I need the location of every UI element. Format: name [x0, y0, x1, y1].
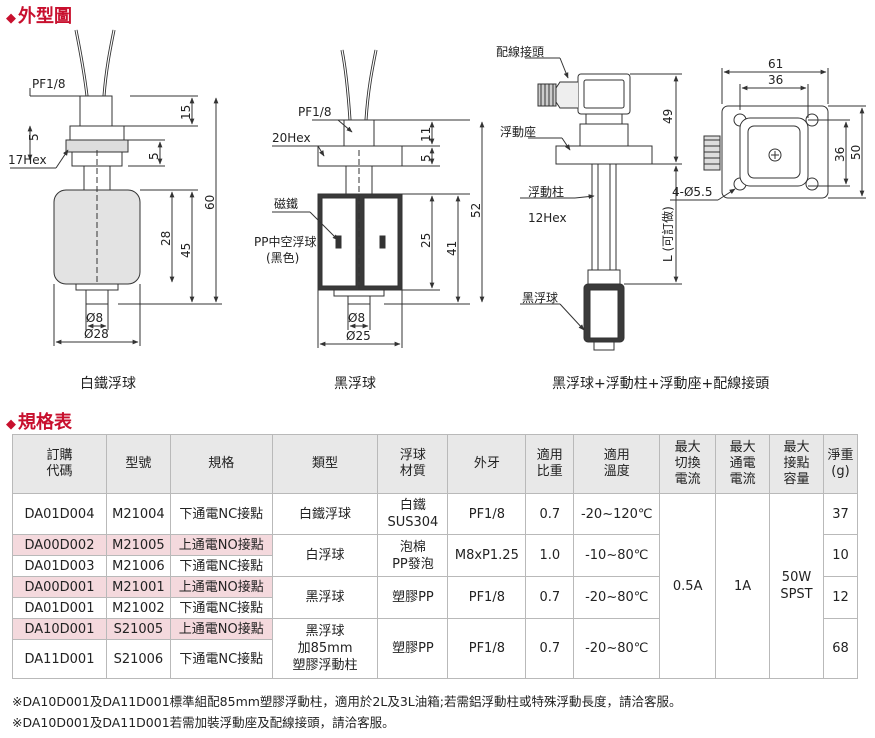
table-header-cell: 最大 通電 電流 — [715, 434, 771, 494]
fig3-seat-label: 浮動座 — [500, 124, 536, 139]
outline-drawings: PF1/8 17Hex 5 15 5 28 45 60 Ø8 Ø28 PF1/8… — [8, 29, 866, 351]
table-header-cell: 外牙 — [447, 434, 527, 494]
fig3-hex-label: 12Hex — [528, 211, 567, 225]
table-header-cell: 最大 切換 電流 — [659, 434, 717, 494]
fig3-dim-l: L (可訂做) — [660, 206, 675, 262]
fig1-caption: 白鐵浮球 — [80, 376, 136, 392]
table-header-cell: 訂購 代碼 — [12, 434, 107, 494]
fig3-column-label: 浮動柱 — [528, 184, 564, 199]
fig2-dim-41: 41 — [445, 241, 459, 256]
top-view-drawing — [670, 68, 866, 201]
fig3-caption: 黑浮球+浮動柱+浮動座+配線接頭 — [552, 376, 770, 392]
fig2-dim-d8: Ø8 — [348, 311, 365, 325]
table-row: DA01D003 M21006 下通電NC接點 — [12, 555, 858, 577]
fig2-float-label: PP中空浮球 — [254, 234, 316, 249]
fig4-dim-36w: 36 — [768, 73, 783, 87]
spec-table: 訂購 代碼型號規格類型浮球 材質外牙適用 比重適用 溫度最大 切換 電流最大 通… — [12, 434, 859, 679]
fig1-dim-5b: 5 — [147, 152, 161, 160]
fig2-pf-label: PF1/8 — [298, 105, 331, 119]
table-header-cell: 型號 — [105, 434, 171, 494]
fig1-dim-d28: Ø28 — [84, 327, 109, 341]
fig2-dim-52: 52 — [469, 203, 483, 218]
table-row: DA11D001 S21006 下通電NC接點 — [12, 639, 858, 679]
fig1-dim-d8: Ø8 — [86, 311, 103, 325]
fig3-dim-49: 49 — [661, 109, 675, 124]
fig1-dim-28: 28 — [159, 231, 173, 246]
table-header-cell: 適用 溫度 — [573, 434, 661, 494]
table-header-cell: 浮球 材質 — [377, 434, 449, 494]
fig1-hex-label: 17Hex — [8, 153, 47, 167]
fig4-dim-50: 50 — [849, 145, 863, 160]
table-header-cell: 規格 — [169, 434, 273, 494]
table-header-cell: 類型 — [271, 434, 379, 494]
fig4-dim-36h: 36 — [833, 147, 847, 162]
spec-section-title: ◆規格表 — [6, 412, 72, 433]
fig1-dim-15: 15 — [179, 105, 193, 120]
fig4-dim-61: 61 — [768, 57, 783, 71]
fig3-ball-label: 黑浮球 — [522, 291, 558, 305]
table-header-cell: 淨重 (g) — [822, 434, 859, 494]
fig2-dim-11: 11 — [419, 127, 433, 142]
table-row: DA01D001 M21002 下通電NC接點 — [12, 597, 858, 619]
fig2-caption: 黑浮球 — [334, 376, 376, 392]
stainless-float-drawing — [10, 29, 222, 346]
footnote-1: ※DA10D001及DA11D001標準組配85mm塑膠浮動柱，適用於2L及3L… — [12, 694, 682, 709]
fig1-dim-45: 45 — [179, 243, 193, 258]
fig1-dim-5a: 5 — [27, 133, 41, 141]
fig3-connector-label: 配線接頭 — [496, 44, 544, 59]
outline-section-title: ◆外型圖 — [6, 6, 72, 27]
fig1-dim-60: 60 — [203, 195, 217, 210]
black-float-drawing — [272, 49, 485, 348]
fig4-holes-label: 4-Ø5.5 — [672, 185, 713, 199]
fig2-magnet-label: 磁鐵 — [274, 196, 298, 211]
table-header-row: 訂購 代碼型號規格類型浮球 材質外牙適用 比重適用 溫度最大 切換 電流最大 通… — [12, 434, 859, 494]
table-header-cell: 最大 接點 容量 — [769, 434, 824, 494]
fig1-pf-label: PF1/8 — [32, 77, 65, 91]
fig2-dim-d25: Ø25 — [346, 329, 371, 343]
assembly-drawing — [520, 57, 682, 351]
table-row: DA00D001 M21001 上通電NO接點 黑浮球 塑膠PP PF1/8 0… — [12, 576, 859, 619]
fig2-float-color-label: (黑色) — [266, 251, 299, 265]
footnote-2: ※DA10D001及DA11D001若需加裝浮動座及配線接頭，請洽客服。 — [12, 715, 395, 730]
fig2-dim-25: 25 — [419, 233, 433, 248]
fig2-dim-5: 5 — [419, 154, 433, 162]
table-header-cell: 適用 比重 — [525, 434, 575, 494]
fig2-hex-label: 20Hex — [272, 131, 311, 145]
